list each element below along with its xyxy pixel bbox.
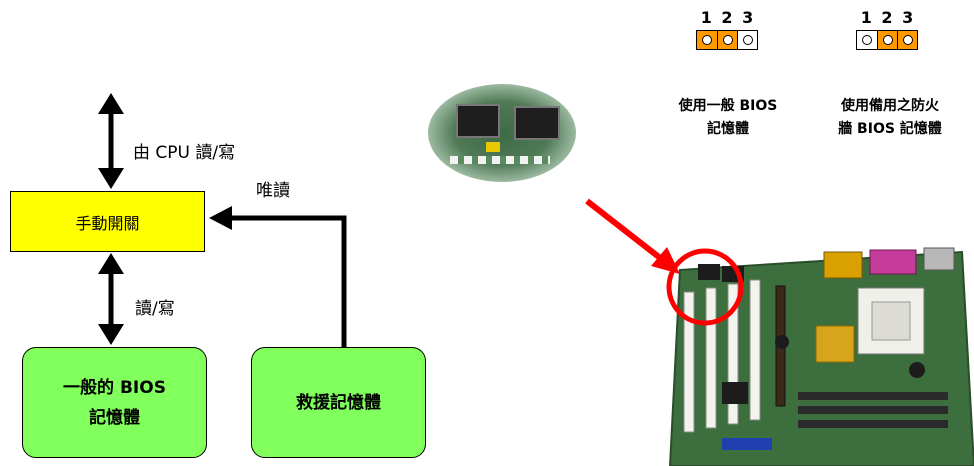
normal-bios-line1: 一般的 BIOS xyxy=(63,377,166,398)
jumper-block xyxy=(856,30,918,50)
manual-switch-box: 手動開關 xyxy=(10,191,205,252)
readonly-connector xyxy=(230,215,347,347)
readonly-label: 唯讀 xyxy=(256,181,290,201)
jumper-pin xyxy=(737,31,757,49)
normal-bios-memory-box: 一般的 BIOS 記憶體 xyxy=(22,347,207,458)
jumper-pin-number: 1 xyxy=(700,8,712,27)
jumper-pin xyxy=(717,31,737,49)
cpu-rw-label: 由 CPU 讀/寫 xyxy=(133,143,236,163)
normal-bios-line2: 記憶體 xyxy=(89,407,140,428)
jumper-pin xyxy=(697,31,717,49)
jumper-normal-caption-line1: 使用一般 BIOS xyxy=(678,98,778,114)
bios-highlight-circle xyxy=(666,248,744,326)
motherboard-photo xyxy=(666,247,974,466)
jumper-backup-caption-line2: 牆 BIOS 記憶體 xyxy=(838,121,942,137)
manual-switch-label: 手動開關 xyxy=(75,213,140,233)
jumper-normal-caption: 使用一般 BIOS 記憶體 xyxy=(660,95,796,141)
jumper-pin xyxy=(857,31,877,49)
jumper-backup-caption: 使用備用之防火 牆 BIOS 記憶體 xyxy=(822,95,958,141)
jumper-diagram-backup: 1 2 3 xyxy=(856,8,918,50)
rw-label: 讀/寫 xyxy=(135,299,175,319)
red-pointer-arrow xyxy=(585,198,666,264)
jumper-diagram-normal: 1 2 3 xyxy=(696,8,758,50)
jumper-pin-number: 3 xyxy=(902,8,914,27)
jumper-pin-number: 2 xyxy=(881,8,893,27)
bios-chip-photo xyxy=(428,84,576,182)
jumper-pin xyxy=(877,31,897,49)
jumper-backup-caption-line1: 使用備用之防火 xyxy=(841,98,939,114)
jumper-pin-number: 1 xyxy=(860,8,872,27)
jumper-pin xyxy=(897,31,917,49)
jumper-normal-caption-line2: 記憶體 xyxy=(707,121,749,137)
rescue-memory-box: 救援記憶體 xyxy=(251,347,426,458)
jumper-pin-number: 2 xyxy=(721,8,733,27)
rescue-memory-label: 救援記憶體 xyxy=(296,392,381,413)
jumper-block xyxy=(696,30,758,50)
jumper-pin-number: 3 xyxy=(742,8,754,27)
